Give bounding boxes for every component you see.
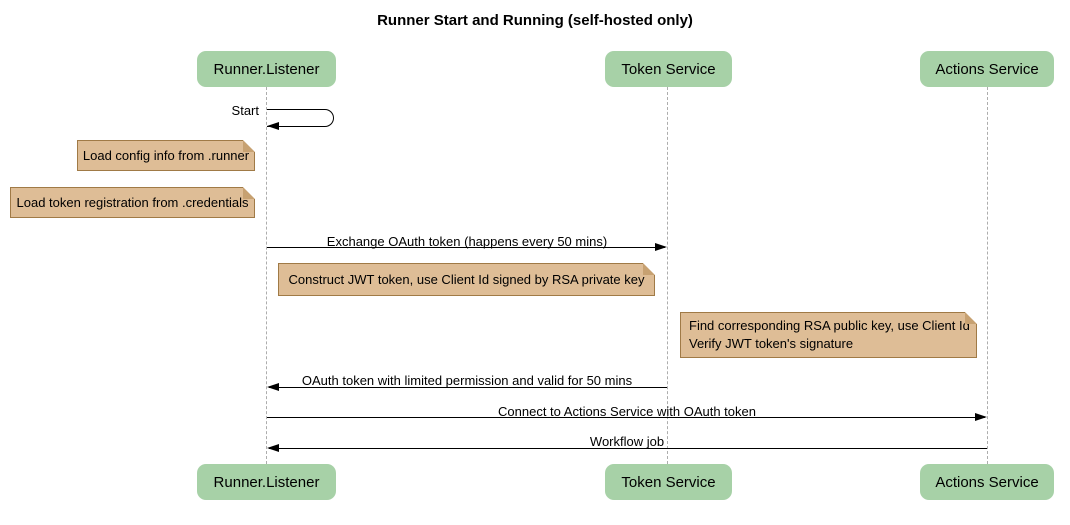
message-exchange-line (267, 247, 665, 248)
lifeline-actions-service (987, 87, 988, 464)
message-oauth-return-line (269, 387, 667, 388)
participant-label: Actions Service (935, 60, 1039, 78)
participant-label: Runner.Listener (213, 60, 320, 78)
note-text-line1: Find corresponding RSA public key, use C… (689, 318, 970, 333)
note-load-config: Load config info from .runner (77, 140, 255, 171)
message-connect-label: Connect to Actions Service with OAuth to… (498, 404, 756, 419)
note-construct-jwt: Construct JWT token, use Client Id signe… (278, 263, 655, 296)
message-oauth-return-label: OAuth token with limited permission and … (301, 373, 633, 388)
participant-runner-listener-bottom: Runner.Listener (197, 464, 336, 500)
arrowhead-right-icon (655, 243, 667, 251)
participant-actions-service-bottom: Actions Service (920, 464, 1054, 500)
arrowhead-left-icon (267, 444, 279, 452)
message-workflow-line (269, 448, 987, 449)
participant-label: Token Service (621, 473, 716, 491)
note-text-line2: Verify JWT token's signature (689, 336, 854, 351)
participant-token-service-bottom: Token Service (605, 464, 732, 500)
message-workflow-label: Workflow job (589, 434, 665, 449)
participant-actions-service-top: Actions Service (920, 51, 1054, 87)
note-text: Load token registration from .credential… (16, 195, 249, 210)
note-text: Construct JWT token, use Client Id signe… (288, 272, 645, 287)
lifeline-runner-listener (266, 87, 267, 464)
arrowhead-left-icon (267, 383, 279, 391)
lifeline-token-service (667, 87, 668, 464)
arrowhead-left-icon (267, 122, 279, 130)
participant-runner-listener-top: Runner.Listener (197, 51, 336, 87)
participant-label: Runner.Listener (213, 473, 320, 491)
message-exchange-label: Exchange OAuth token (happens every 50 m… (326, 234, 608, 249)
note-text: Load config info from .runner (82, 148, 250, 163)
participant-token-service-top: Token Service (605, 51, 732, 87)
self-message-loop (267, 109, 334, 127)
note-load-token: Load token registration from .credential… (10, 187, 255, 218)
participant-label: Actions Service (935, 473, 1039, 491)
diagram-title: Runner Start and Running (self-hosted on… (377, 12, 693, 29)
message-start-label: Start (231, 103, 259, 118)
arrowhead-right-icon (975, 413, 987, 421)
participant-label: Token Service (621, 60, 716, 78)
note-find-rsa: Find corresponding RSA public key, use C… (680, 312, 977, 358)
message-connect-line (267, 417, 985, 418)
